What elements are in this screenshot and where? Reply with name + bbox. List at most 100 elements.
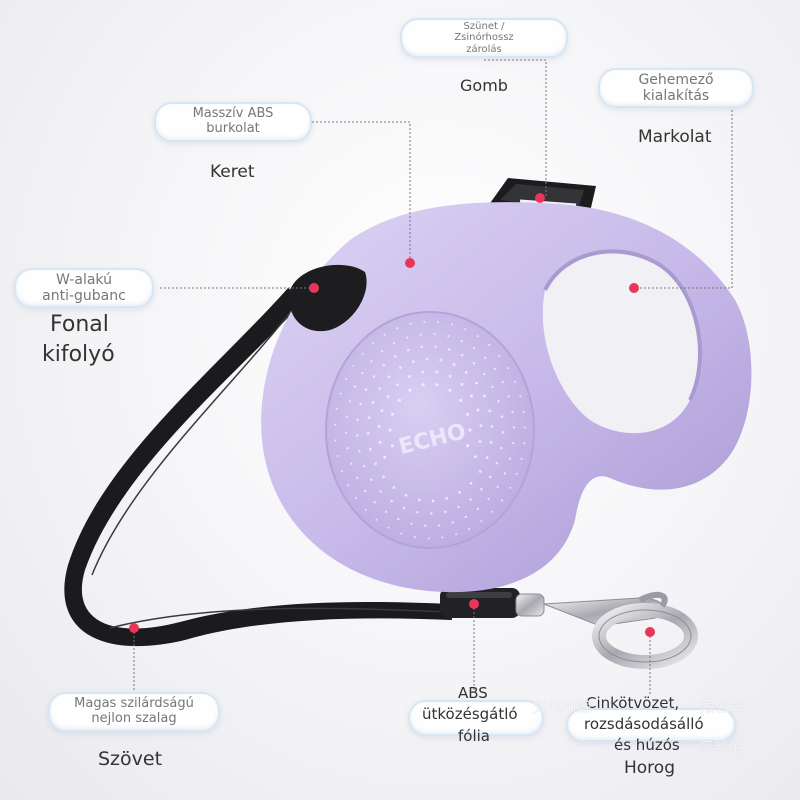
disc-dot <box>498 354 501 357</box>
callout-bumper-bubble <box>408 700 544 736</box>
guide-frame <box>312 121 411 262</box>
disc-dot <box>493 367 497 371</box>
disc-dot <box>368 447 372 451</box>
disc-dot <box>356 418 359 421</box>
callout-bumper-line2: ütközésgátló <box>422 705 518 723</box>
disc-dot <box>359 402 362 406</box>
disc-dot <box>495 462 499 465</box>
callout-hook-line1: Cinkötvözet, <box>586 694 680 712</box>
disc-dot <box>455 533 458 536</box>
disc-dot <box>341 470 344 473</box>
disc-dot <box>390 499 393 503</box>
marker-pause <box>535 193 545 203</box>
disc-dot <box>363 489 367 493</box>
disc-dot <box>508 457 512 460</box>
disc-dot <box>378 387 382 390</box>
disc-dot <box>421 383 425 387</box>
disc-dot <box>396 327 399 330</box>
disc-dot <box>522 410 525 413</box>
disc-dot <box>345 378 348 381</box>
disc-dot <box>488 409 492 413</box>
watermark-line2: 盛邦荣 <box>698 738 744 756</box>
disc-dot <box>409 322 412 325</box>
disc-dot <box>472 347 476 350</box>
callout-outlet-bubble: W-alakú anti-gubanc <box>14 268 154 308</box>
marker-bumper <box>469 599 479 609</box>
disc-dot <box>500 446 503 450</box>
disc-dot <box>472 362 476 365</box>
disc-dot <box>364 508 367 511</box>
disc-dot <box>464 371 468 374</box>
disc-dot <box>512 442 515 445</box>
disc-dot <box>404 494 408 497</box>
disc-dot <box>478 440 482 444</box>
disc-dot <box>399 366 402 369</box>
disc-dot <box>514 380 517 383</box>
disc-dot <box>383 333 386 336</box>
callout-hook-bubble <box>566 708 736 742</box>
disc-dot <box>460 339 463 343</box>
disc-dot <box>447 348 451 351</box>
disc-dot <box>361 352 364 355</box>
callout-outlet-line2: anti-gubanc <box>42 288 126 304</box>
callout-outlet-label-line2: kifolyó <box>42 342 115 367</box>
callout-handle-line1: Gehemező <box>638 71 714 88</box>
disc-dot <box>497 399 500 403</box>
callout-handle-label: Markolat <box>638 127 712 147</box>
disc-dot <box>501 431 505 434</box>
disc-dot <box>470 394 473 398</box>
disc-dot <box>501 380 504 384</box>
disc-dot <box>374 462 377 466</box>
disc-dot <box>375 518 378 521</box>
disc-dot <box>413 536 416 539</box>
disc-dot <box>489 441 493 444</box>
disc-dot <box>448 388 452 392</box>
disc-dot <box>425 357 429 361</box>
disc-dot <box>524 426 526 429</box>
disc-dot <box>464 328 467 331</box>
disc-dot <box>491 385 494 389</box>
disc-dot <box>373 501 376 504</box>
disc-dot <box>346 447 349 450</box>
disc-dot <box>452 363 456 366</box>
disc-dot <box>507 395 510 398</box>
disc-dot <box>438 524 441 527</box>
disc-dot <box>419 333 422 336</box>
disc-dot <box>503 472 507 475</box>
disc-dot <box>334 439 337 442</box>
disc-dot <box>364 388 368 391</box>
callout-frame-label: Keret <box>210 162 255 182</box>
disc-dot <box>427 537 430 540</box>
marker-tape <box>129 623 139 633</box>
disc-dot <box>424 524 427 527</box>
marker-frame <box>405 258 415 268</box>
disc-dot <box>393 341 396 345</box>
watermark-line1b: 限公司 <box>700 698 746 716</box>
callout-bumper-line3: fólia <box>458 727 490 745</box>
callout-tape-line2: nejlon szalag <box>91 711 177 726</box>
disc-dot <box>335 407 338 410</box>
callout-frame-line2: burkolat <box>206 121 260 136</box>
disc-dot <box>475 381 478 385</box>
disc-dot <box>355 497 358 500</box>
disc-dot <box>460 382 464 386</box>
disc-dot <box>487 497 490 501</box>
disc-dot <box>367 416 371 419</box>
callout-pause-line3: zárolás <box>466 43 502 55</box>
metal-hook <box>515 591 698 669</box>
disc-dot <box>384 510 388 513</box>
disc-dot <box>377 424 381 428</box>
disc-dot <box>448 374 452 378</box>
disc-dot <box>400 532 403 535</box>
disc-dot <box>392 486 396 489</box>
callout-frame-bubble: Masszív ABS burkolat <box>154 102 312 142</box>
disc-dot <box>406 349 410 352</box>
disc-dot <box>480 520 483 523</box>
disc-dot <box>466 444 470 448</box>
disc-dot <box>483 394 486 398</box>
callout-frame-line1: Masszív ABS <box>192 106 274 122</box>
disc-dot <box>347 484 350 487</box>
callout-outlet-label-line1: Fonal <box>50 312 109 337</box>
disc-dot <box>355 434 359 437</box>
disc-dot <box>334 423 337 426</box>
